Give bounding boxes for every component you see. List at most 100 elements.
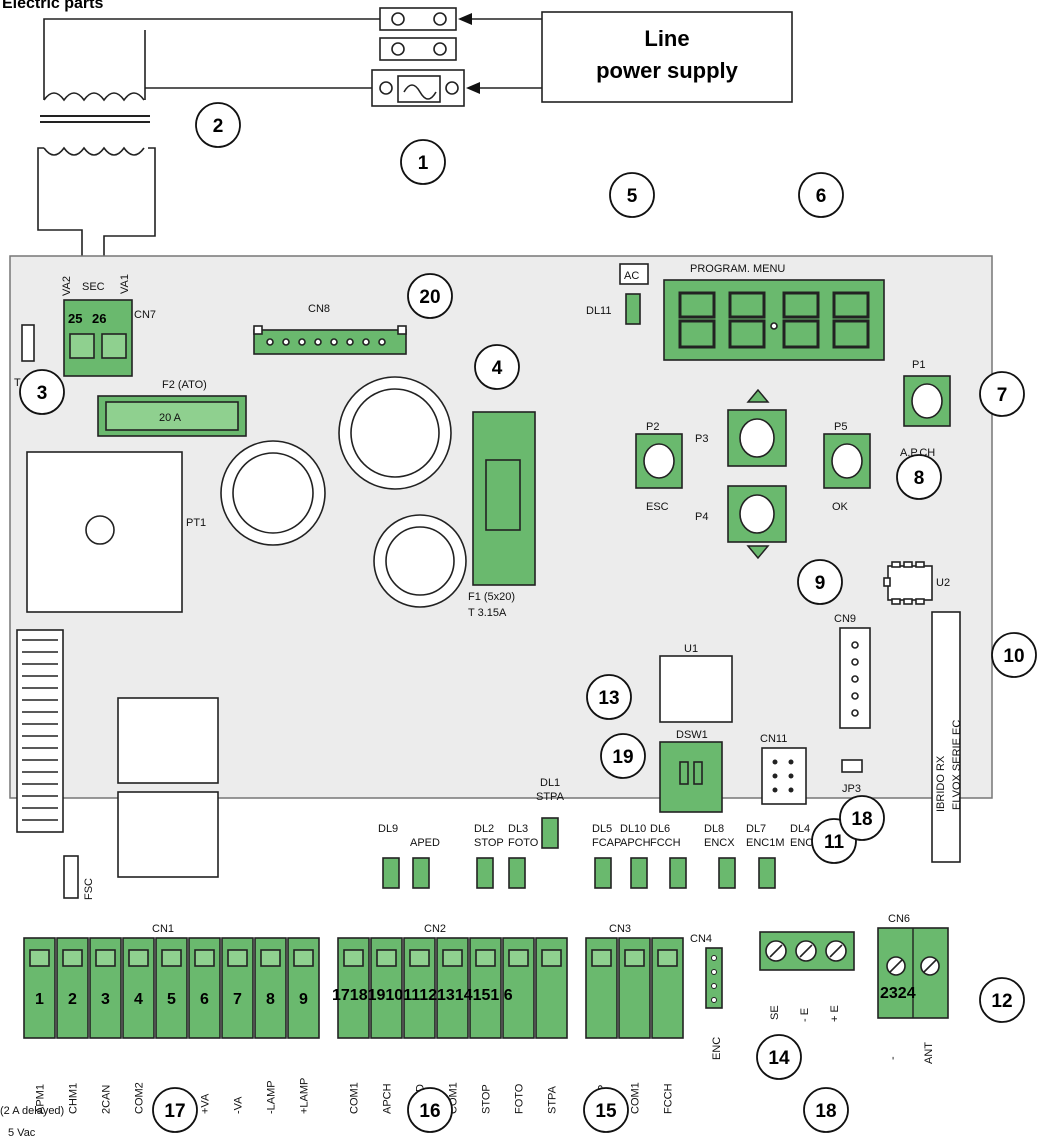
cn9-label: CN9: [834, 613, 856, 625]
cn1-number: 9: [299, 991, 308, 1008]
cn2-label: STPA: [547, 1085, 559, 1114]
line-supply-label-1: Line: [644, 26, 689, 51]
cn1-clamp: [128, 949, 149, 967]
cn6-title: CN6: [888, 913, 910, 925]
cn1-label: -LAMP: [266, 1080, 278, 1114]
led-top-label: DL5: [592, 823, 612, 835]
status-led: [758, 857, 776, 889]
led-row: DL9APEDDL2STOPDL3FOTODL5FCAPDL10APCHDL6F…: [378, 823, 825, 889]
cn6-numbers: 2324: [880, 985, 916, 1002]
status-led: [669, 857, 687, 889]
callout-circle: [407, 1087, 453, 1133]
callout-circle: [19, 369, 65, 415]
led-top-label: DL2: [474, 823, 494, 835]
cn7-connector: SEC VA2 VA1 25 26 CN7: [61, 274, 156, 377]
enc-term-minus: - E: [799, 1008, 811, 1022]
cn8-label: CN8: [308, 303, 330, 315]
cn2-numbers: 1718191011121314151 6: [332, 987, 513, 1004]
cn6-minus: -: [887, 1056, 899, 1060]
callout-number: 9: [815, 573, 826, 594]
u1-chip: [659, 655, 733, 723]
callout-number: 20: [419, 287, 440, 308]
callout-circle: [474, 344, 520, 390]
button-p5: P5 OK: [823, 421, 871, 513]
ac-box: [619, 263, 649, 285]
callout-number: 6: [816, 186, 827, 207]
button-p1: P1 A.P.CH: [900, 359, 951, 459]
cn1-clamp: [293, 949, 314, 967]
cn1-label: COM2: [134, 1082, 146, 1114]
cn2-clamp: [508, 949, 529, 967]
p5-label: P5: [834, 421, 847, 433]
dsw1-label: DSW1: [676, 729, 708, 741]
p1-label: P1: [912, 359, 925, 371]
callout-circle: [979, 371, 1025, 417]
callout-number: 2: [213, 116, 224, 137]
callout-number: 3: [37, 383, 48, 404]
cn1-number: 5: [167, 991, 176, 1008]
relay-2: [117, 791, 219, 878]
cn1-terminal-block: 1APM12CHM132CAN4COM25AUX6+VA7-VA8-LAMP9+…: [23, 937, 320, 1114]
cn2-label: FOTO: [514, 1083, 526, 1114]
mains-terminals: [371, 7, 465, 107]
callout-number: 13: [598, 688, 619, 709]
cn9-connector: CN9: [834, 613, 871, 729]
cn7-label: CN7: [134, 309, 156, 321]
cn3-clamp: [591, 949, 612, 967]
callout-number: 18: [815, 1101, 836, 1122]
callout-circle: [152, 1087, 198, 1133]
callout-number: 1: [418, 153, 429, 174]
led-bottom-label: STOP: [474, 837, 504, 849]
led-bottom-label: ENC1M: [746, 837, 785, 849]
cn1-clamp: [194, 949, 215, 967]
sec-va2: VA2: [61, 276, 73, 296]
enc-term-se: SE: [769, 1005, 781, 1020]
callout-circle: [839, 795, 885, 841]
cn1-clamp: [62, 949, 83, 967]
menu-label: PROGRAM. MENU: [690, 263, 785, 275]
cn1-number: 4: [134, 991, 143, 1008]
cn1-number: 1: [35, 991, 44, 1008]
callout-number: 14: [768, 1048, 790, 1069]
cn1-number: 7: [233, 991, 242, 1008]
callout-circle: [803, 1087, 849, 1133]
status-led: [382, 857, 400, 889]
cn2-clamp: [343, 949, 364, 967]
callout-number: 12: [991, 991, 1012, 1012]
receiver-line1: IBRIDO RX: [935, 755, 947, 812]
status-led: [508, 857, 526, 889]
sec-n2: 26: [92, 311, 106, 326]
header-label: Electric parts: [2, 0, 103, 12]
u2-label: U2: [936, 577, 950, 589]
fsc-label: FSC: [83, 878, 95, 900]
cn6-ant: ANT: [923, 1042, 935, 1064]
small-component: [21, 324, 35, 362]
button-p4: P4: [695, 485, 787, 560]
f1-fuse: F1 (5x20) T 3.15A: [468, 411, 536, 619]
cn1-number: 2: [68, 991, 77, 1008]
cn4-label: ENC: [711, 1037, 723, 1060]
ok-label: OK: [832, 501, 849, 513]
f2-value: 20 A: [159, 412, 182, 424]
cn1-clamp: [95, 949, 116, 967]
callout-number: 11: [824, 832, 845, 853]
cn1-title: CN1: [152, 923, 174, 935]
enc-term-plus: + E: [829, 1005, 841, 1022]
dl1-top: DL1: [540, 777, 560, 789]
line-power-supply-box: Line power supply: [541, 11, 793, 103]
led-top-label: DL4: [790, 823, 810, 835]
cn2-label: COM1: [349, 1082, 361, 1114]
cn1-number: 8: [266, 991, 275, 1008]
led-top-label: DL10: [620, 823, 646, 835]
cn2-clamp: [409, 949, 430, 967]
receiver-line2: ELVOX SERIE EC: [951, 720, 963, 810]
callout-circle: [586, 674, 632, 720]
button-p2: P2 ESC: [635, 421, 683, 513]
cn11-label: CN11: [760, 733, 787, 745]
dsw1-switch: [659, 741, 723, 813]
cn2-clamp: [442, 949, 463, 967]
cn2-title: CN2: [424, 923, 446, 935]
status-led: [476, 857, 494, 889]
footer-line-2: 5 Vac: [8, 1127, 36, 1139]
cn2-label: APCH: [382, 1083, 394, 1114]
